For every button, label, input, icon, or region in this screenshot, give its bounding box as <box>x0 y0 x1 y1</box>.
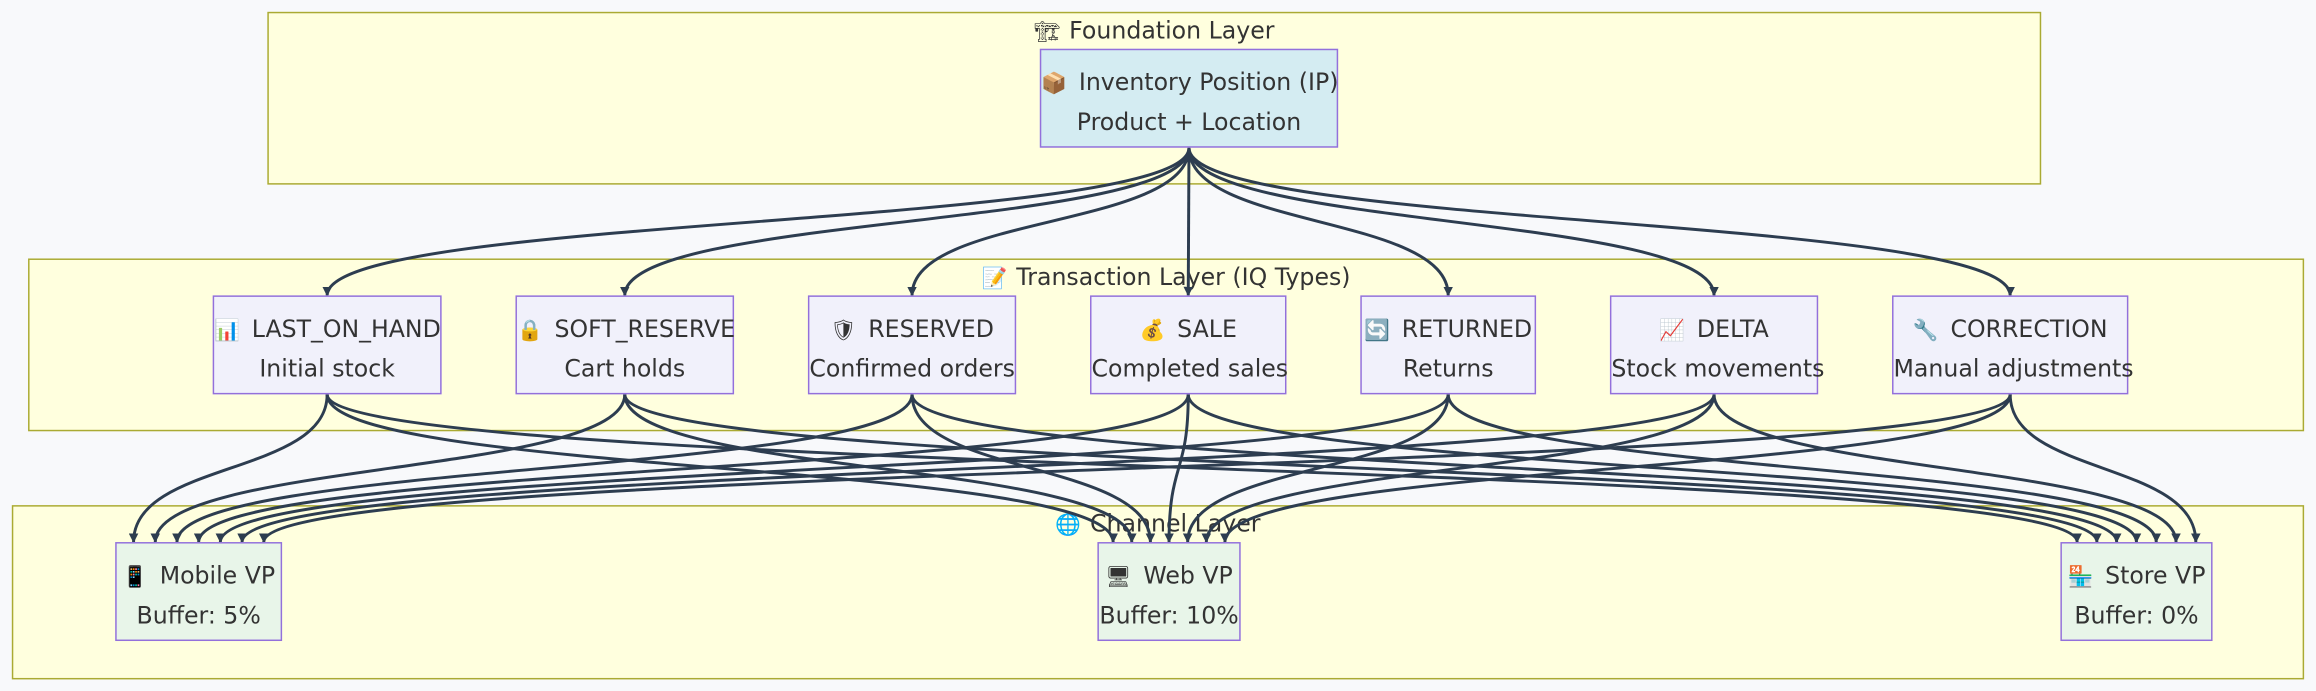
money-bag-icon: 💰 <box>1139 319 1166 343</box>
transaction-layer-label: Transaction Layer (IQ Types) <box>1016 262 1351 291</box>
inventory-position-node[interactable]: 📦 Inventory Position (IP) Product + Locat… <box>1039 48 1339 148</box>
edge-returned-to-web_vp <box>1182 394 1450 544</box>
soft-reserve-node[interactable]: 🔒 SOFT_RESERVE Cart holds <box>515 295 736 395</box>
edge-sale-to-web_vp <box>1164 394 1190 544</box>
edge-ip-to-sale <box>1183 147 1194 297</box>
refresh-icon: 🔄 <box>1364 319 1390 343</box>
reserved-title: 🛡 RESERVED <box>809 310 1014 350</box>
edge-last_on_hand-to-store_vp <box>325 393 2082 544</box>
edge-ip-to-reserved <box>907 147 1191 297</box>
foundation-layer-label: Foundation Layer <box>1069 16 1275 45</box>
web-vp-subtitle: Buffer: 10% <box>1099 601 1239 630</box>
store-vp-title: 🏪 Store VP <box>2062 557 2211 597</box>
delta-subtitle: Stock movements <box>1611 354 1825 383</box>
delta-node[interactable]: 📈 DELTA Stock movements <box>1609 295 1825 395</box>
inventory-position-label: Inventory Position (IP) <box>1078 67 1339 97</box>
soft-reserve-title: 🔒 SOFT_RESERVE <box>516 310 736 350</box>
returned-title: 🔄 RETURNED <box>1362 310 1535 350</box>
lock-icon: 🔒 <box>516 319 543 343</box>
edge-correction-to-web_vp <box>1220 394 2012 544</box>
foundation-layer-title: 🏗 Foundation Layer <box>269 15 2040 49</box>
edge-soft_reserve-to-mobile_vp <box>150 394 627 544</box>
mobile-vp-title: 📱 Mobile VP <box>117 557 281 597</box>
bar-chart-icon: 📊 <box>214 319 240 343</box>
edge-delta-to-store_vp <box>1712 394 2181 544</box>
returned-subtitle: Returns <box>1402 354 1494 383</box>
edge-correction-to-store_vp <box>2008 394 2201 544</box>
transaction-layer-title: 📝 Transaction Layer (IQ Types) <box>30 261 2303 295</box>
edge-ip-to-soft_reserve <box>620 147 1191 297</box>
sale-subtitle: Completed sales <box>1091 354 1289 383</box>
store-vp-node[interactable]: 🏪 Store VP Buffer: 0% <box>2060 542 2213 642</box>
returned-node[interactable]: 🔄 RETURNED Returns <box>1360 295 1537 395</box>
reserved-node[interactable]: 🛡 RESERVED Confirmed orders <box>807 295 1017 395</box>
reserved-subtitle: Confirmed orders <box>809 354 1015 383</box>
web-vp-label: Web VP <box>1143 561 1233 590</box>
inventory-position-title: 📦 Inventory Position (IP) <box>1041 64 1339 104</box>
reserved-label: RESERVED <box>868 314 994 343</box>
edge-reserved-to-mobile_vp <box>172 394 914 544</box>
edge-returned-to-store_vp <box>1446 394 2161 544</box>
soft-reserve-subtitle: Cart holds <box>564 354 686 383</box>
mobile-vp-label: Mobile VP <box>159 561 276 590</box>
construction-crane-icon: 🏗 <box>1034 20 1061 45</box>
edge-sale-to-mobile_vp <box>193 394 1190 544</box>
wrench-icon: 🔧 <box>1912 319 1939 343</box>
sale-title: 💰 SALE <box>1092 310 1285 350</box>
edge-returned-to-mobile_vp <box>215 394 1450 544</box>
last-on-hand-subtitle: Initial stock <box>259 354 395 383</box>
correction-title: 🔧 CORRECTION <box>1894 310 2127 350</box>
package-icon: 📦 <box>1041 72 1068 97</box>
web-vp-node[interactable]: 🖥 Web VP Buffer: 10% <box>1097 542 1241 642</box>
edge-last_on_hand-to-mobile_vp <box>128 394 329 544</box>
mobile-phone-icon: 📱 <box>122 565 148 590</box>
memo-icon: 📝 <box>981 267 1008 291</box>
edge-ip-to-last_on_hand <box>322 147 1191 297</box>
inventory-position-subtitle: Product + Location <box>1076 107 1302 136</box>
edge-last_on_hand-to-web_vp <box>325 394 1118 544</box>
edge-soft_reserve-to-store_vp <box>623 393 2102 544</box>
desktop-computer-icon: 🖥 <box>1105 565 1132 590</box>
soft-reserve-label: SOFT_RESERVE <box>554 314 736 343</box>
trend-chart-icon: 📈 <box>1659 319 1686 343</box>
edge-sale-to-store_vp <box>1186 394 2142 544</box>
store-vp-label: Store VP <box>2105 561 2206 590</box>
edge-delta-to-mobile_vp <box>237 393 1716 544</box>
web-vp-title: 🖥 Web VP <box>1099 557 1239 597</box>
last-on-hand-node[interactable]: 📊 LAST_ON_HAND Initial stock <box>212 295 442 395</box>
mobile-vp-node[interactable]: 📱 Mobile VP Buffer: 5% <box>115 542 283 642</box>
mobile-vp-subtitle: Buffer: 5% <box>136 601 261 630</box>
correction-label: CORRECTION <box>1950 314 2108 343</box>
globe-icon: 🌐 <box>1055 513 1082 538</box>
delta-title: 📈 DELTA <box>1611 310 1816 350</box>
edge-soft_reserve-to-web_vp <box>623 394 1137 544</box>
last-on-hand-label: LAST_ON_HAND <box>251 314 441 343</box>
delta-label: DELTA <box>1696 314 1769 343</box>
store-icon: 🏪 <box>2067 565 2094 590</box>
shield-icon: 🛡 <box>830 319 857 343</box>
store-vp-subtitle: Buffer: 0% <box>2074 601 2199 630</box>
sale-label: SALE <box>1177 314 1237 343</box>
edge-delta-to-web_vp <box>1201 394 1716 544</box>
edge-ip-to-returned <box>1187 147 1453 297</box>
correction-subtitle: Manual adjustments <box>1893 354 2134 383</box>
last-on-hand-title: 📊 LAST_ON_HAND <box>214 310 441 350</box>
correction-node[interactable]: 🔧 CORRECTION Manual adjustments <box>1892 295 2134 395</box>
edge-reserved-to-store_vp <box>910 394 2122 544</box>
returned-label: RETURNED <box>1401 314 1533 343</box>
edge-correction-to-mobile_vp <box>259 393 2012 544</box>
edge-ip-to-delta <box>1187 147 1719 297</box>
sale-node[interactable]: 💰 SALE Completed sales <box>1090 295 1289 395</box>
edge-reserved-to-web_vp <box>910 394 1156 544</box>
edge-ip-to-correction <box>1187 147 2015 297</box>
